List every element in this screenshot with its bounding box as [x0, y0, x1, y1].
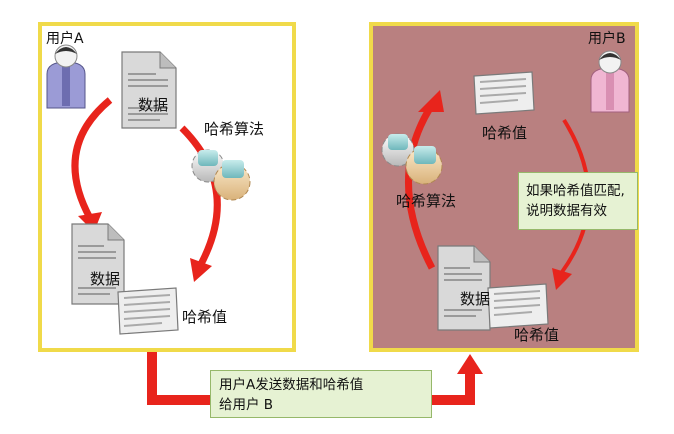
transfer-note-line-2: 给用户 B [219, 397, 274, 413]
transfer-note: 用户A发送数据和哈希值 给用户 B [210, 370, 432, 418]
verify-note-line-1: 如果哈希值匹配, [526, 183, 625, 199]
verify-note: 如果哈希值匹配, 说明数据有效 [518, 172, 638, 230]
user-a-person-icon [46, 44, 86, 109]
verify-note-line-2: 说明数据有效 [526, 203, 607, 219]
arrow-head-to-hash-bottom [552, 268, 572, 290]
transfer-arrow-head [457, 354, 483, 374]
document-label-b: 数据 [460, 290, 491, 308]
hash-value-label: 哈希值 [182, 308, 228, 326]
user-b-person-icon [590, 50, 630, 113]
document-icon-b [437, 245, 491, 331]
document-label: 数据 [138, 96, 169, 114]
transfer-note-line-1: 用户A发送数据和哈希值 [219, 377, 364, 393]
user-a-title: 用户A [46, 31, 84, 47]
hash-value-sheet-icon-bottom [487, 283, 549, 329]
document-label-2: 数据 [90, 270, 121, 288]
document-icon [121, 51, 177, 129]
user-b-title: 用户B [588, 31, 626, 47]
gear-icon [191, 149, 251, 201]
document-icon-2 [71, 223, 125, 305]
arrow-head-to-hash-top [418, 90, 444, 112]
hash-algorithm-label: 哈希算法 [204, 120, 265, 138]
hash-value-sheet-icon-top [473, 71, 535, 115]
hash-value-sheet-icon [117, 287, 179, 335]
hash-value-top-label: 哈希值 [482, 124, 528, 142]
gear-icon-b [381, 133, 443, 185]
hash-value-bottom-label: 哈希值 [514, 326, 560, 344]
hash-algorithm-label-b: 哈希算法 [396, 192, 457, 210]
arrow-head-to-hash [190, 258, 212, 282]
